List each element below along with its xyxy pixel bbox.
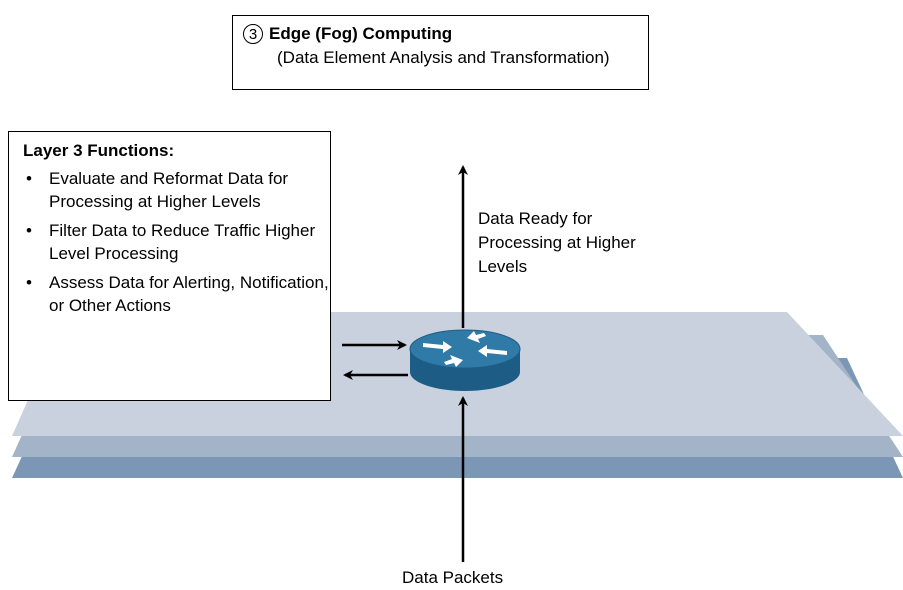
label-data-packets: Data Packets <box>402 568 504 587</box>
label-data-ready: Data Ready for Processing at Higher Leve… <box>478 209 636 276</box>
function-item: • Evaluate and Reformat Data for Process… <box>23 167 330 213</box>
function-item: • Filter Data to Reduce Traffic Higher L… <box>23 219 330 265</box>
bullet-icon: • <box>26 273 32 292</box>
functions-title: Layer 3 Functions: <box>23 141 175 160</box>
title-box: 3 Edge (Fog) Computing (Data Element Ana… <box>232 15 649 90</box>
function-item-text: Filter Data to Reduce Traffic Higher Lev… <box>49 221 316 263</box>
step-number-badge: 3 <box>243 24 263 44</box>
function-item-text: Evaluate and Reformat Data for Processin… <box>49 169 289 211</box>
functions-box: Layer 3 Functions: • Evaluate and Reform… <box>8 131 331 401</box>
function-item: • Assess Data for Alerting, Notification… <box>23 271 330 317</box>
router-icon <box>409 329 521 391</box>
title-heading: Edge (Fog) Computing <box>269 24 453 43</box>
title-line: 3 Edge (Fog) Computing <box>243 24 648 44</box>
title-subtitle: (Data Element Analysis and Transformatio… <box>277 48 610 67</box>
bullet-icon: • <box>26 169 32 188</box>
bullet-icon: • <box>26 221 32 240</box>
function-item-text: Assess Data for Alerting, Notification, … <box>49 273 329 315</box>
